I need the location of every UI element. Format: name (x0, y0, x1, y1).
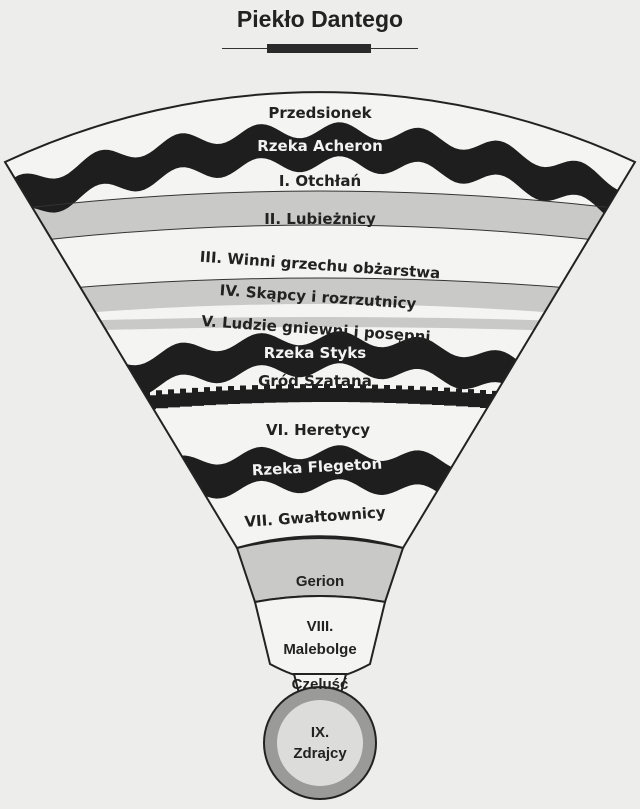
label-zdrajcy-number: IX. (311, 724, 329, 741)
label-lubieznicy: II. Lubieżnicy (264, 210, 376, 228)
malebolge-zone (253, 595, 387, 678)
label-grod: Gród Szatana (258, 372, 372, 390)
title-underline (222, 44, 418, 53)
band-lubieznicy (5, 191, 635, 252)
label-przedsionek: Przedsionek (268, 104, 372, 122)
label-zdrajcy-name: Zdrajcy (293, 745, 347, 762)
separator-line (5, 190, 635, 219)
label-czelusc: Czeluść (292, 676, 349, 693)
label-gerion: Gerion (296, 573, 344, 590)
city-wall-band (60, 384, 588, 418)
diagram-title: Piekło Dantego (236, 6, 404, 32)
gerion-zone (235, 537, 405, 604)
river-acheron-band (5, 122, 635, 242)
label-otchlan: I. Otchłań (279, 172, 361, 190)
band-gniewni (5, 317, 635, 336)
label-malebolge-number: VIII. (307, 618, 334, 635)
title-underline-thick (267, 44, 371, 53)
label-heretycy: VI. Heretycy (266, 421, 370, 439)
band-skapcy (5, 278, 635, 326)
label-styks: Rzeka Styks (264, 344, 367, 362)
separator-line (5, 224, 635, 253)
zdrajcy-circle (277, 700, 363, 786)
river-styks-band (5, 331, 635, 450)
label-acheron: Rzeka Acheron (257, 137, 383, 155)
label-malebolge-name: Malebolge (283, 641, 356, 658)
fan-outline (3, 91, 637, 550)
